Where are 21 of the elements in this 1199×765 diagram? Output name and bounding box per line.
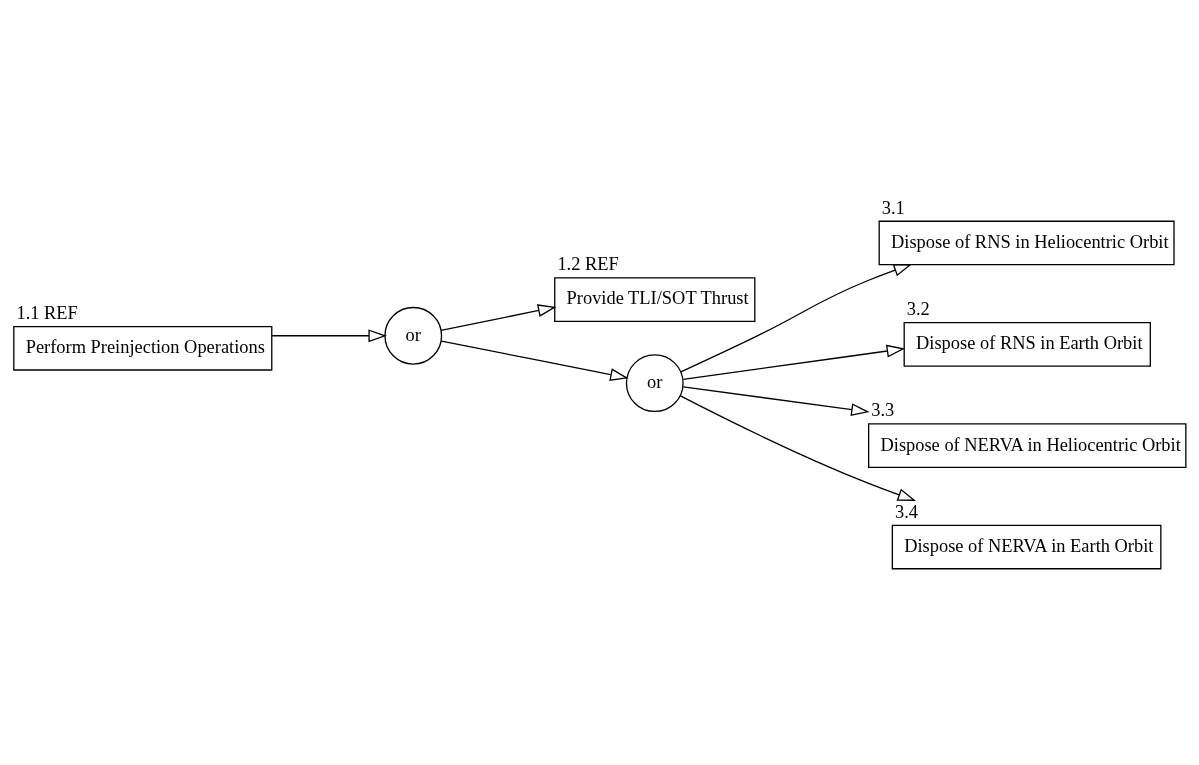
- arrow: [680, 264, 913, 373]
- node-box: Dispose of NERVA in Heliocentric Orbit: [868, 423, 1187, 469]
- node-label: 3.1: [881, 197, 905, 218]
- node-box: Dispose of RNS in Earth Orbit: [903, 321, 1151, 367]
- arrow: [271, 329, 387, 343]
- node-label: 3.4: [894, 501, 918, 522]
- node-box: Dispose of RNS in Heliocentric Orbit: [878, 220, 1175, 266]
- arrow: [440, 304, 557, 332]
- node-label: 1.1 REF: [16, 302, 78, 323]
- node-box: Perform Preinjection Operations: [13, 325, 273, 371]
- arrow: [682, 386, 870, 416]
- arrow: [440, 340, 629, 381]
- node-box: Provide TLI/SOT Thrust: [554, 277, 756, 322]
- arrow: [679, 395, 917, 501]
- node-circle: or: [625, 354, 684, 413]
- node-box: Dispose of NERVA in Earth Orbit: [891, 524, 1162, 570]
- arrow: [682, 344, 906, 381]
- node-label: 1.2 REF: [557, 254, 619, 275]
- node-label: 3.3: [871, 400, 895, 421]
- node-label: 3.2: [906, 298, 930, 319]
- node-circle: or: [384, 306, 443, 365]
